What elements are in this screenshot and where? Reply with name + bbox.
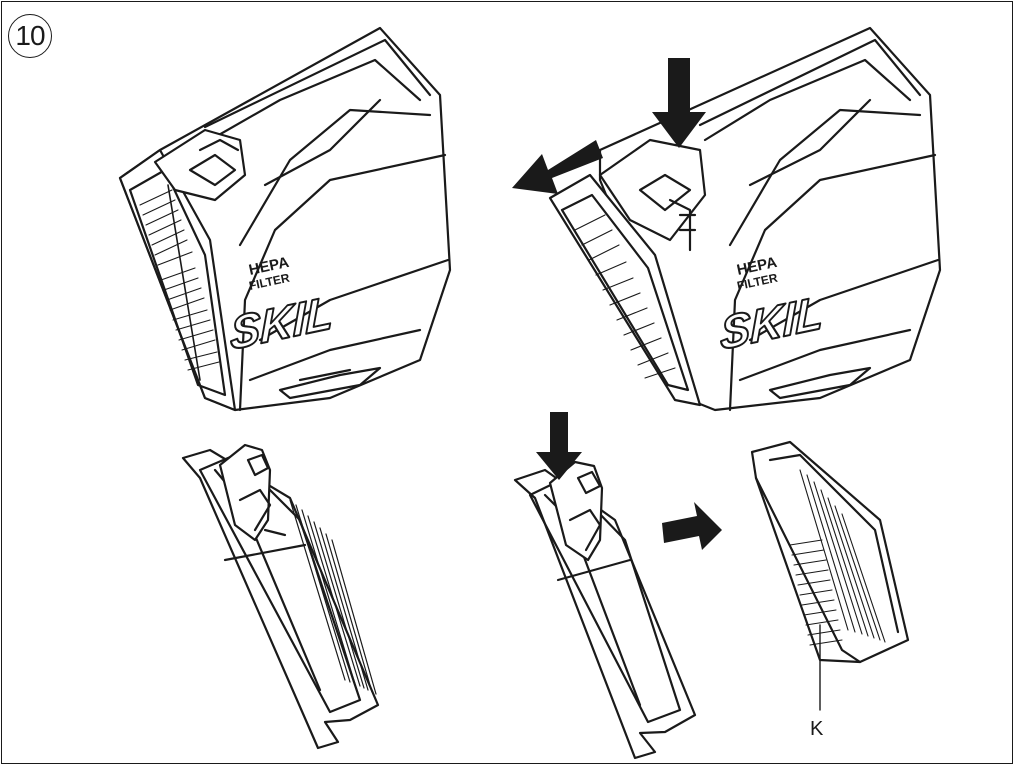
filter-frame-empty	[513, 460, 697, 760]
tool-body-assembled: HEPA FILTER SKIL	[118, 26, 452, 412]
tool-body-releasing: HEPA FILTER SKIL	[548, 26, 942, 412]
filter-element-k	[750, 440, 910, 711]
figure-number: 10	[15, 20, 45, 51]
figure-number-badge: 10	[8, 14, 52, 58]
filter-frame-with-filter	[181, 443, 380, 750]
callout-label-k: K	[810, 718, 824, 740]
arrow-down-press-icon	[652, 58, 706, 148]
arrow-down-release-icon	[536, 412, 582, 480]
arrow-right-remove-icon	[662, 502, 722, 550]
arrow-pull-out-icon	[512, 140, 603, 194]
